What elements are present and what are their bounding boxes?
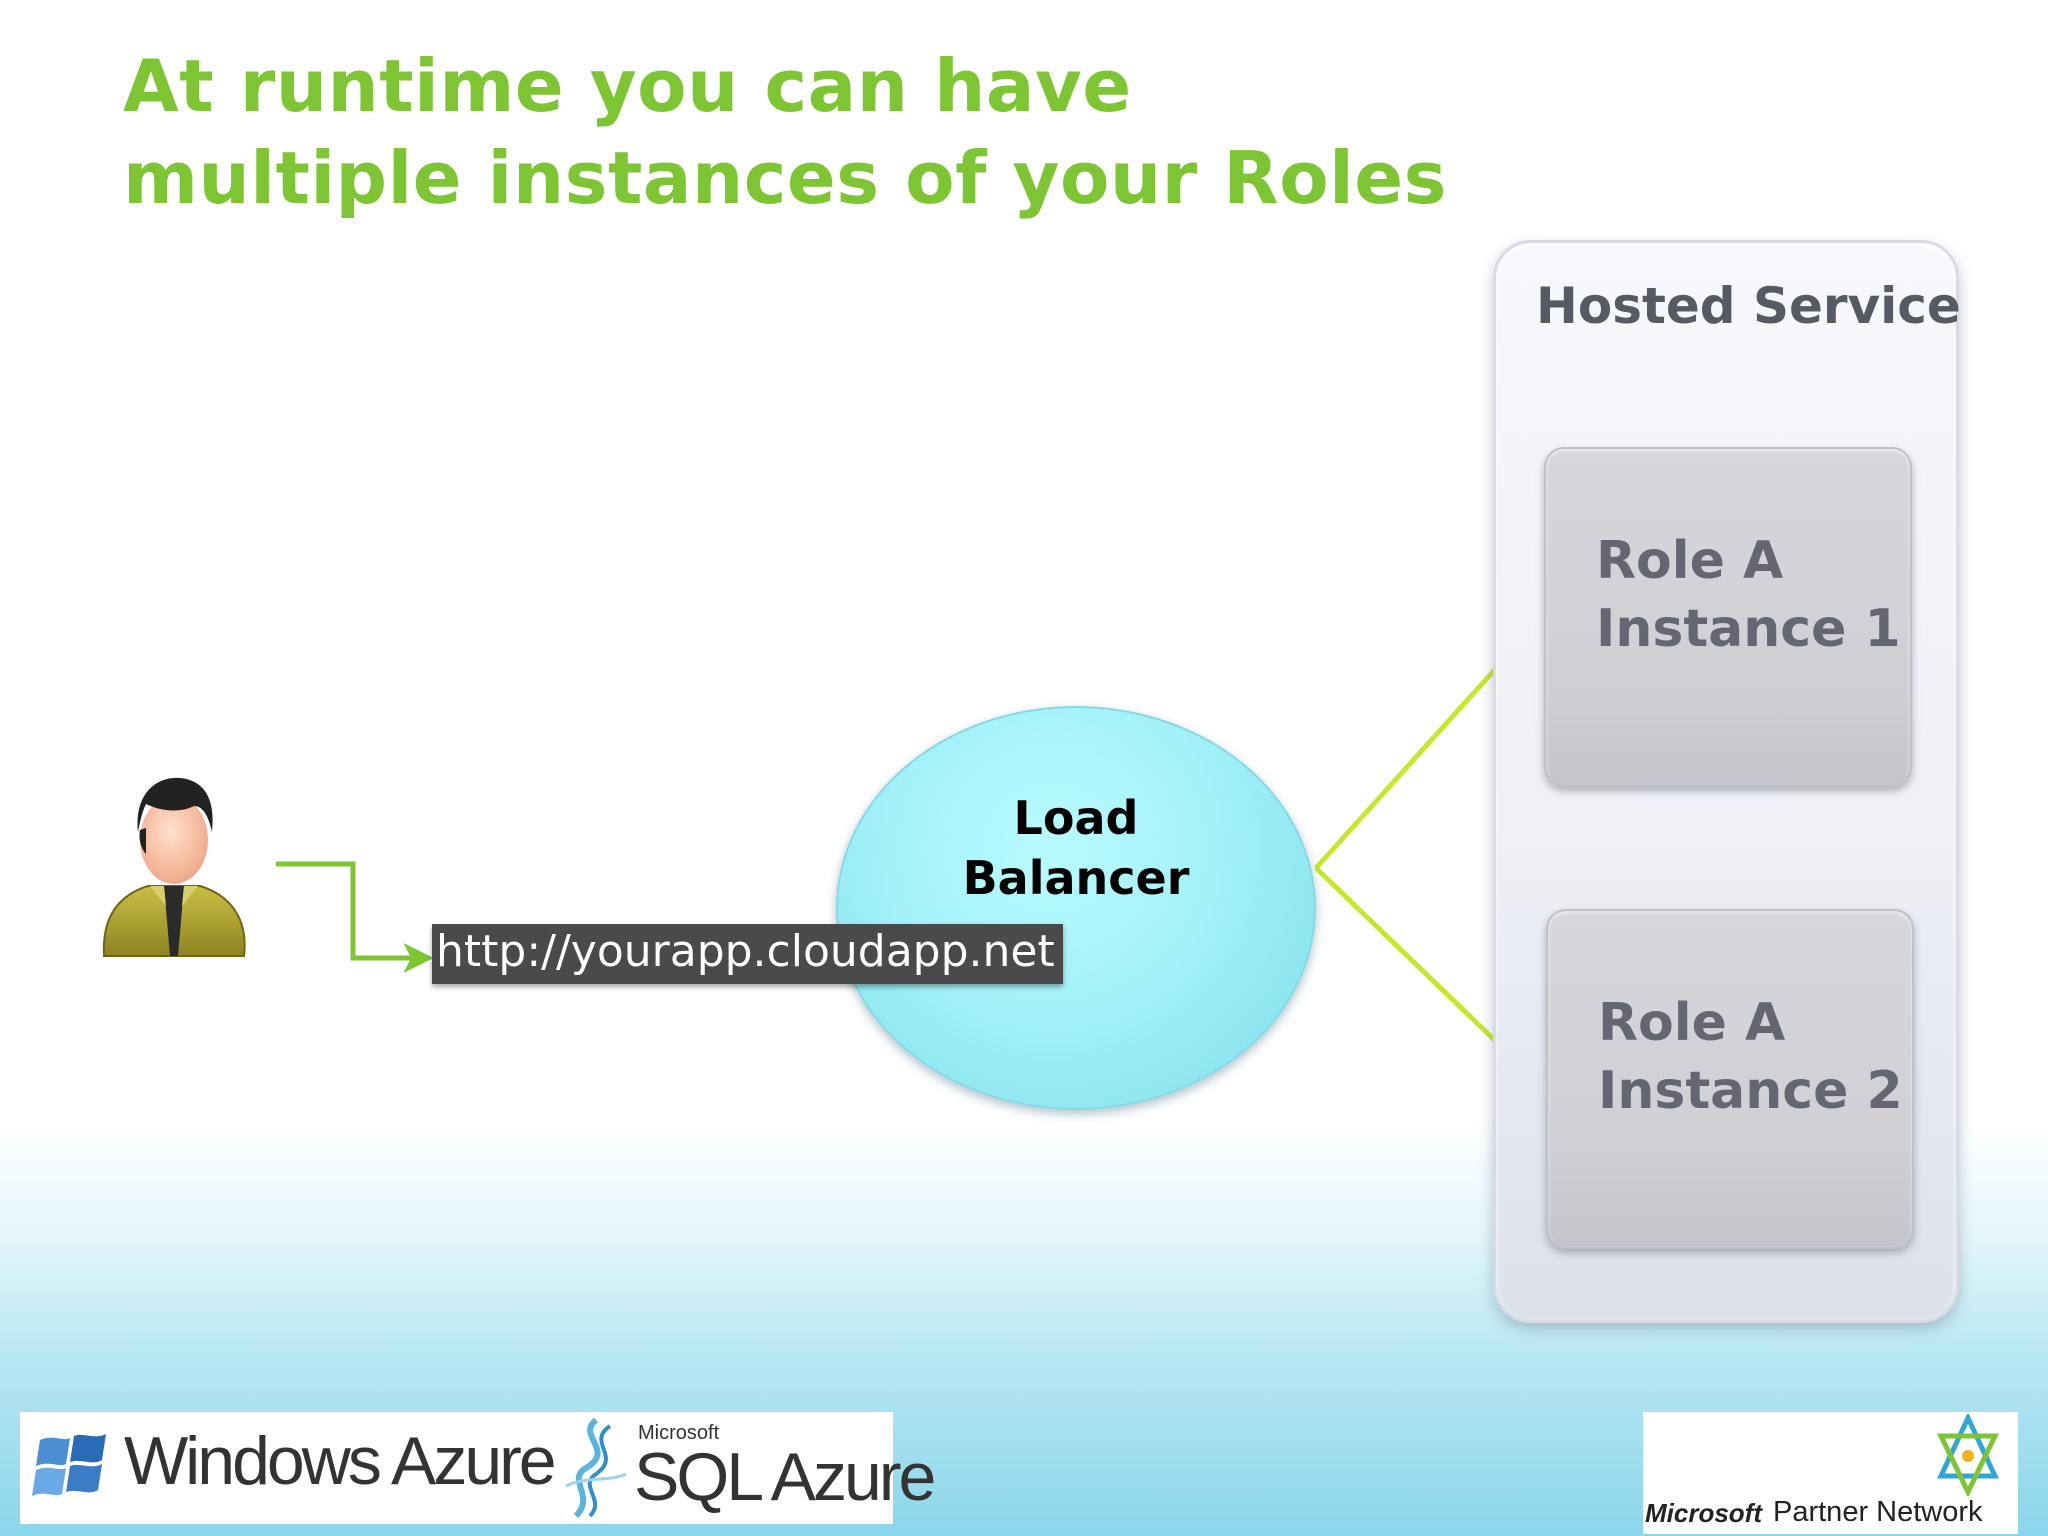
hosted-service-label: Hosted Service xyxy=(1536,277,1961,335)
user-icon xyxy=(102,777,246,957)
microsoft-small-text: Microsoft xyxy=(638,1422,720,1444)
role-a-instance-2: Role A Instance 2 xyxy=(1546,909,1914,1249)
load-balancer-label: Load Balancer xyxy=(838,788,1314,908)
windows-sql-azure-logo: Windows Azure Microsoft SQL Azure xyxy=(20,1412,936,1524)
load-balancer: Load Balancer xyxy=(836,706,1316,1110)
role-instance-1-text: Role A Instance 1 xyxy=(1596,527,1901,663)
role-instance-1-line-1: Role A xyxy=(1596,531,1784,591)
windows-flag-icon xyxy=(32,1434,106,1496)
partner-network-text: Partner Network xyxy=(1773,1496,1983,1528)
sql-server-icon xyxy=(565,1417,627,1519)
load-balancer-line-2: Balancer xyxy=(962,851,1190,905)
role-instance-2-line-1: Role A xyxy=(1598,993,1786,1053)
role-instance-2-line-2: Instance 2 xyxy=(1598,1061,1903,1121)
title-line-1: At runtime you can have xyxy=(123,44,1132,128)
role-a-instance-1: Role A Instance 1 xyxy=(1544,447,1912,787)
role-instance-1-line-2: Instance 1 xyxy=(1596,599,1901,659)
slide-title: At runtime you can have multiple instanc… xyxy=(123,40,1447,224)
windows-azure-text: Windows Azure xyxy=(124,1423,557,1499)
partner-network-icon xyxy=(1937,1414,1999,1496)
user-to-url-arrow xyxy=(276,861,434,973)
hosted-service-container: Hosted Service Role A Instance 1 Role A … xyxy=(1493,240,1961,1323)
partner-microsoft-text: Microsoft xyxy=(1645,1498,1762,1528)
role-instance-2-text: Role A Instance 2 xyxy=(1598,989,1903,1125)
title-line-2: multiple instances of your Roles xyxy=(123,136,1448,220)
sql-azure-text: SQL Azure xyxy=(634,1439,936,1515)
load-balancer-line-1: Load xyxy=(1013,791,1139,845)
url-label: http://yourapp.cloudapp.net xyxy=(432,924,1063,984)
microsoft-partner-network-logo: Microsoft Partner Network xyxy=(1643,1412,2018,1534)
